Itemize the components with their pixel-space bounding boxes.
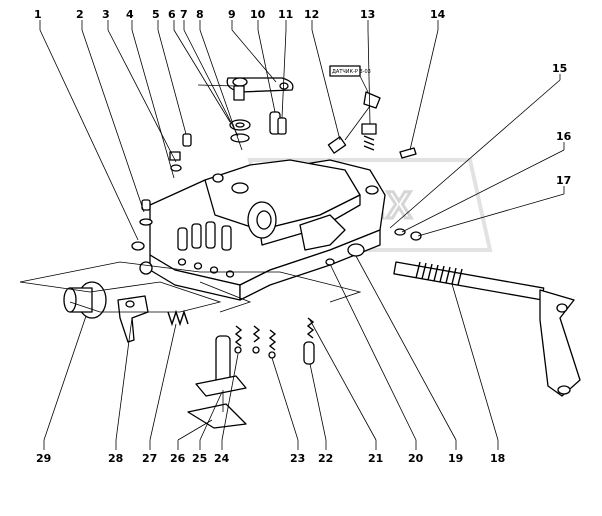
callout-5: 5 bbox=[152, 8, 160, 21]
callout-12: 12 bbox=[304, 8, 319, 21]
callout-18: 18 bbox=[490, 452, 505, 465]
callout-6: 6 bbox=[168, 8, 176, 21]
callout-24: 24 bbox=[214, 452, 230, 465]
callout-27: 27 bbox=[142, 452, 157, 465]
bottom-parts bbox=[19, 261, 362, 429]
sensor-tag: ДАТЧИК-Р 3-03 bbox=[332, 69, 371, 75]
callout-25: 25 bbox=[192, 452, 207, 465]
callout-23: 23 bbox=[290, 452, 305, 465]
callout-9: 9 bbox=[228, 8, 236, 21]
callout-19: 19 bbox=[448, 452, 463, 465]
callout-22: 22 bbox=[318, 452, 333, 465]
callout-26: 26 bbox=[170, 452, 186, 465]
callout-11: 11 bbox=[278, 8, 293, 21]
callout-3: 3 bbox=[102, 8, 110, 21]
callout-20: 20 bbox=[408, 452, 424, 465]
callout-21: 21 bbox=[368, 452, 383, 465]
callout-17: 17 bbox=[556, 174, 571, 187]
callout-1: 1 bbox=[34, 8, 42, 21]
callout-28: 28 bbox=[108, 452, 123, 465]
top-parts: ДАТЧИК-Р 3-03 bbox=[131, 65, 417, 275]
callout-14: 14 bbox=[430, 8, 446, 21]
callout-numbers: 1 2 3 4 5 6 7 8 9 10 11 12 13 14 15 16 1… bbox=[34, 8, 572, 465]
callout-16: 16 bbox=[556, 130, 572, 143]
callout-7: 7 bbox=[180, 8, 188, 21]
valve-housing bbox=[149, 159, 386, 301]
callout-8: 8 bbox=[196, 8, 204, 21]
callout-15: 15 bbox=[552, 62, 567, 75]
leader-lines bbox=[39, 20, 565, 450]
shaft-assembly bbox=[347, 228, 581, 397]
callout-29: 29 bbox=[36, 452, 51, 465]
callout-4: 4 bbox=[126, 8, 134, 21]
callout-10: 10 bbox=[250, 8, 266, 21]
callout-13: 13 bbox=[360, 8, 375, 21]
callout-2: 2 bbox=[76, 8, 84, 21]
